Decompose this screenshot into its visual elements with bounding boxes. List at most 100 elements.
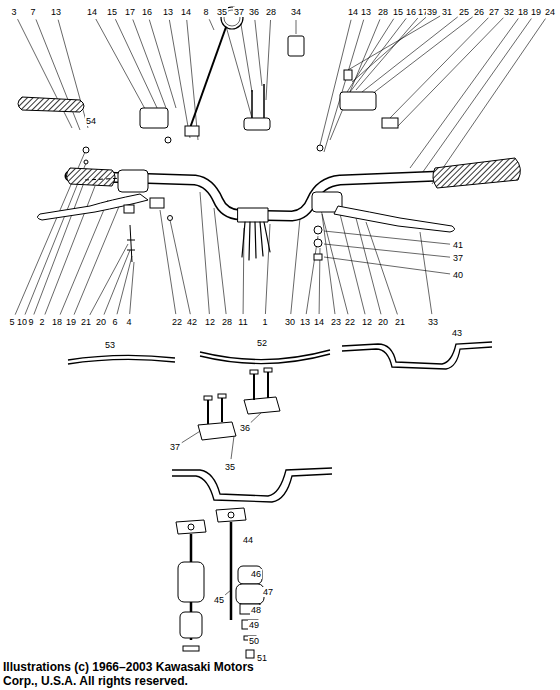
leader-line: [255, 20, 262, 86]
callout-number: 52: [256, 338, 268, 348]
callout-number: 36: [248, 7, 260, 17]
leader-line: [324, 20, 364, 152]
leader-line: [133, 19, 166, 108]
callout-number: 32: [503, 7, 515, 17]
part-outline: [314, 254, 322, 260]
part-outline: [84, 160, 88, 164]
leader-line: [231, 436, 234, 459]
leader-line: [170, 220, 190, 314]
callout-number: 42: [186, 317, 198, 327]
callout-number: 25: [458, 7, 470, 17]
part-outline: [176, 520, 206, 534]
leader-line: [306, 236, 318, 314]
part-outline: [183, 646, 199, 651]
leader-line: [34, 172, 88, 315]
leader-line: [420, 232, 432, 314]
callout-number: 13: [162, 7, 174, 17]
callout-number: 43: [451, 328, 463, 338]
right-switch-and-throttle: [288, 36, 455, 260]
leader-line: [296, 20, 297, 34]
callout-number: 28: [265, 7, 277, 17]
part-outline: [334, 206, 455, 232]
callout-number: 40: [452, 270, 464, 280]
part-outline: [244, 397, 280, 414]
part-outline: [204, 396, 212, 400]
callout-number: 50: [248, 636, 260, 646]
leader-line: [60, 200, 108, 315]
leader-line: [90, 244, 128, 315]
callout-number: 15: [392, 7, 404, 17]
callout-number: 48: [250, 605, 262, 615]
part-outline: [68, 359, 175, 364]
part-outline: [236, 584, 264, 604]
callout-number: 37: [233, 7, 245, 17]
raised-handlebar: [172, 468, 332, 502]
callout-number: 36: [239, 423, 251, 433]
left-switch-housing: [37, 108, 199, 262]
leader-line: [340, 214, 365, 314]
part-outline: [190, 27, 226, 128]
leader-line: [350, 18, 406, 92]
leader-lines: [15, 16, 545, 595]
part-outline: [382, 118, 398, 128]
leader-line: [320, 206, 348, 314]
leader-line: [115, 19, 158, 110]
leader-line: [356, 18, 418, 90]
callout-number: 16: [405, 7, 417, 17]
callout-number: 14: [313, 317, 325, 327]
part-outline: [238, 566, 262, 584]
part-outline: [314, 226, 322, 234]
leader-line: [410, 18, 518, 168]
callout-number: 27: [488, 7, 500, 17]
part-outline: [288, 36, 304, 56]
callout-number: 5: [8, 317, 15, 327]
part-outline: [150, 198, 164, 208]
callout-number: 23: [330, 317, 342, 327]
leader-line: [200, 192, 209, 314]
callout-number: 15: [106, 7, 118, 17]
leader-line: [291, 218, 300, 314]
part-outline: [67, 168, 116, 186]
callout-number: 1: [261, 317, 268, 327]
callout-number: 9: [27, 317, 34, 327]
callout-number: 12: [204, 317, 216, 327]
leader-line: [324, 231, 450, 244]
part-outline: [118, 170, 148, 192]
callout-number: 7: [29, 7, 36, 17]
callout-number: 14: [86, 7, 98, 17]
part-outline: [342, 347, 492, 369]
part-outline: [264, 368, 272, 372]
part-outline: [250, 370, 258, 374]
callout-number: 21: [394, 317, 406, 327]
callout-number: 21: [80, 317, 92, 327]
part-outline: [252, 84, 264, 118]
leader-line: [352, 17, 426, 82]
callout-number: 18: [517, 7, 529, 17]
callout-number: 19: [65, 317, 77, 327]
leader-line: [322, 214, 335, 314]
risers-and-rubbers: [176, 508, 264, 658]
callout-number: 16: [141, 7, 153, 17]
callout-number: 51: [256, 653, 268, 663]
callout-number: 18: [51, 317, 63, 327]
part-outline: [340, 92, 376, 110]
part-outline: [433, 158, 520, 188]
part-outline: [228, 512, 234, 518]
callout-number: 28: [377, 7, 389, 17]
leader-line: [266, 20, 271, 100]
callout-number: 10: [16, 317, 28, 327]
leader-line: [117, 256, 132, 314]
callout-number: 30: [284, 317, 296, 327]
part-outline: [127, 225, 135, 262]
callout-number: 53: [104, 340, 116, 350]
part-outline: [242, 222, 270, 260]
callout-number: 12: [361, 317, 373, 327]
grips: [18, 97, 520, 188]
part-outline: [244, 118, 270, 130]
callout-number: 14: [180, 7, 192, 17]
leader-line: [390, 18, 488, 118]
leader-line: [348, 16, 440, 70]
part-outline: [83, 147, 89, 153]
callout-number: 35: [216, 7, 228, 17]
leader-line: [209, 19, 214, 30]
